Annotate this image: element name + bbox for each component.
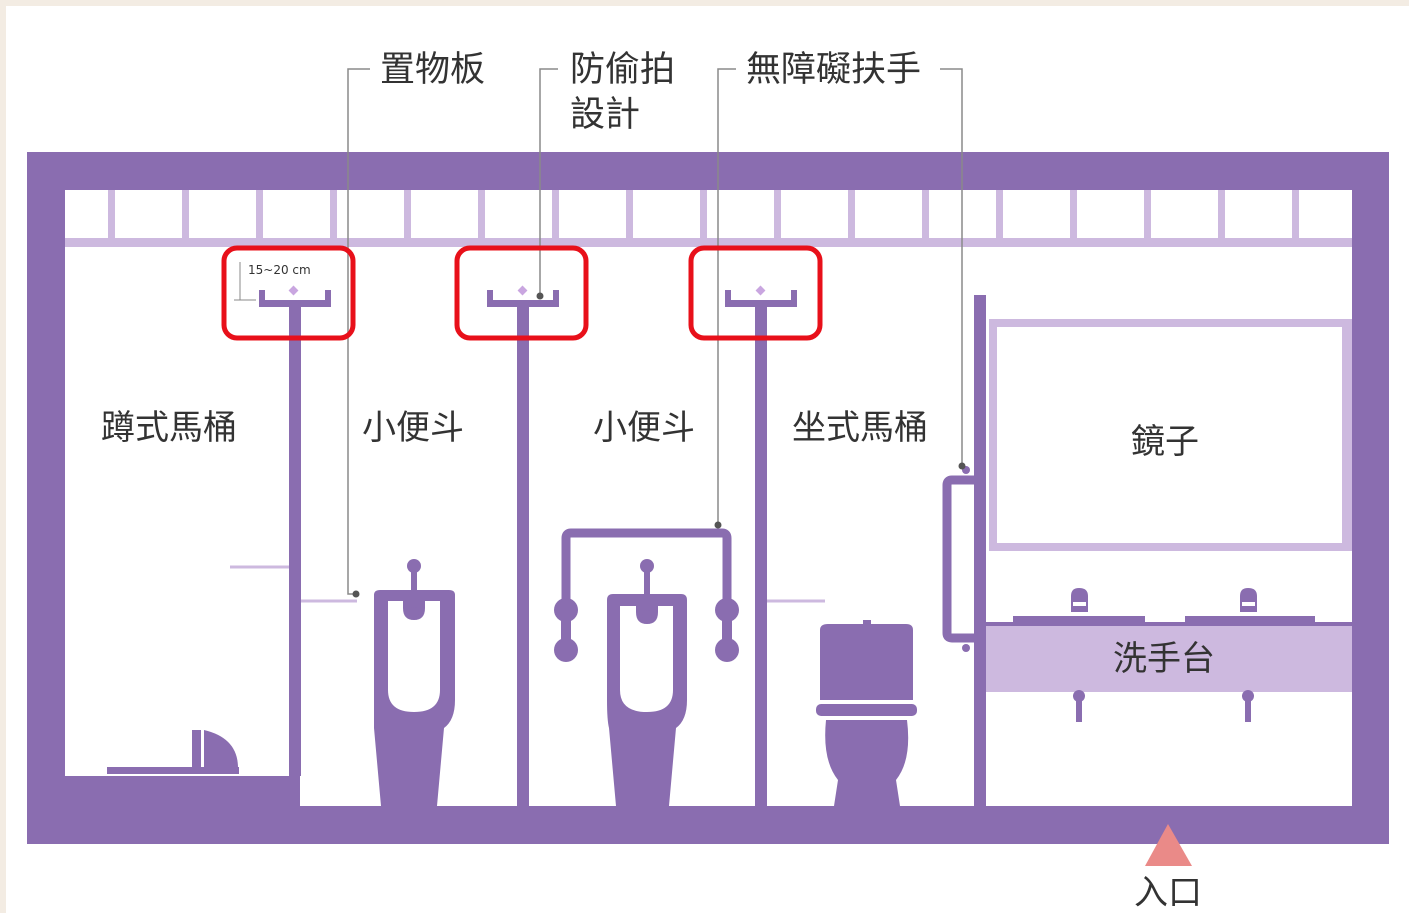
label-urinal-2: 小便斗 — [593, 408, 695, 448]
window-mullion — [1292, 190, 1299, 240]
window-mullion — [1070, 190, 1077, 240]
callout-handrail: 無障礙扶手 — [746, 50, 921, 90]
window-mullion — [848, 190, 855, 240]
label-mirror: 鏡子 — [1131, 422, 1199, 462]
window-mullion — [256, 190, 263, 240]
window-mullion — [1144, 190, 1151, 240]
callout-anti-peep-line1: 防偷拍 — [570, 50, 675, 90]
shelves — [230, 565, 825, 603]
window-mullion — [1218, 190, 1225, 240]
urinal-handrail — [554, 528, 739, 662]
callout-anti-peep-line2: 設計 — [570, 95, 640, 135]
callout-leaders — [347, 68, 963, 595]
leader-endpoints — [352, 292, 966, 598]
callout-shelf: 置物板 — [380, 50, 485, 90]
window-mullion — [626, 190, 633, 240]
urinal-icon-1 — [374, 559, 455, 806]
camera-markers — [288, 285, 766, 296]
label-entrance: 入口 — [1134, 873, 1202, 913]
wall-grab-bar — [942, 466, 974, 652]
window-mullion — [700, 190, 707, 240]
sink-counter — [986, 588, 1352, 722]
window-mullion — [552, 190, 559, 240]
partitions — [289, 295, 986, 806]
label-urinal-1: 小便斗 — [362, 408, 464, 448]
dimension-indicator: 15~20 cm — [234, 262, 311, 301]
urinal-icon-2 — [607, 559, 687, 806]
partition-top-brackets — [259, 290, 797, 307]
mirror — [989, 319, 1352, 551]
highlight-boxes — [221, 245, 823, 341]
window-mullion — [774, 190, 781, 240]
window-mullion — [330, 190, 337, 240]
window-mullion — [996, 190, 1003, 240]
western-toilet-icon — [816, 620, 917, 806]
window-lattice — [65, 190, 1352, 247]
window-mullion — [404, 190, 411, 240]
dimension-label: 15~20 cm — [248, 263, 311, 277]
label-sink: 洗手台 — [1113, 639, 1215, 679]
window-mullion — [182, 190, 189, 240]
entrance-arrow — [1145, 824, 1192, 866]
window-mullion — [108, 190, 115, 240]
label-western-toilet: 坐式馬桶 — [792, 408, 928, 448]
window-mullion — [922, 190, 929, 240]
squat-toilet-icon — [107, 730, 239, 774]
window-mullion — [478, 190, 485, 240]
label-squat-toilet: 蹲式馬桶 — [101, 408, 237, 448]
